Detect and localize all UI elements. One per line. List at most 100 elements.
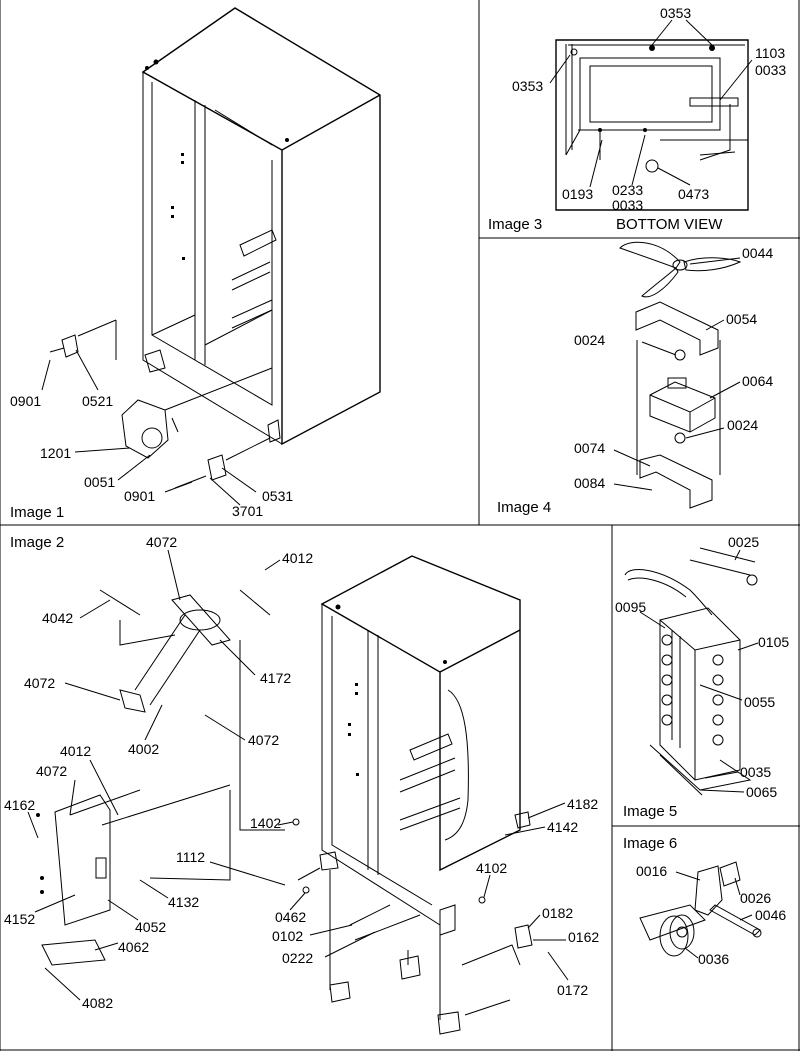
leader-line xyxy=(527,914,541,929)
view-caption: BOTTOM VIEW xyxy=(616,216,723,233)
leader-line xyxy=(675,871,701,881)
leader-line xyxy=(289,892,306,911)
part-label: 4042 xyxy=(42,610,73,626)
leader-line xyxy=(657,167,691,186)
part-label: 0353 xyxy=(512,78,543,94)
leader-line xyxy=(27,811,39,839)
part-label: 0025 xyxy=(728,534,759,550)
part-label: 4142 xyxy=(547,819,578,835)
part-label: 1112 xyxy=(176,849,205,865)
part-label: 4052 xyxy=(135,919,166,935)
roller-wheel-icon xyxy=(639,861,762,957)
part-label: 0193 xyxy=(562,186,593,202)
part-label: 0035 xyxy=(740,764,771,780)
leader-line xyxy=(44,967,81,1001)
leader-line xyxy=(75,349,99,391)
part-label: 0233 xyxy=(612,182,643,198)
part-label: 0095 xyxy=(615,599,646,615)
part-label: 4102 xyxy=(476,860,507,876)
image3-panel: 0353 0353 1103 0033 0193 0233 0033 0473 … xyxy=(488,5,786,233)
leader-line xyxy=(144,704,163,741)
part-label: 0105 xyxy=(758,634,789,650)
fan-blade-icon xyxy=(619,241,742,298)
part-label: 0521 xyxy=(82,393,113,409)
leader-line xyxy=(64,682,121,701)
leader-line xyxy=(547,951,569,981)
leader-line xyxy=(69,779,76,816)
part-label: 0024 xyxy=(574,332,605,348)
image2-panel: Image 2 xyxy=(4,534,599,1035)
part-label: 3701 xyxy=(232,503,263,519)
leader-line xyxy=(527,802,566,819)
leader-line xyxy=(483,874,491,898)
cabinet-bottom-view xyxy=(555,39,749,211)
part-label: 0055 xyxy=(744,694,775,710)
part-label: 4182 xyxy=(567,796,598,812)
leader-line xyxy=(41,359,51,391)
part-label: 4072 xyxy=(146,534,177,550)
part-label: 0036 xyxy=(698,951,729,967)
part-label: 4082 xyxy=(82,995,113,1011)
leader-line xyxy=(684,947,699,959)
part-label: 4162 xyxy=(4,797,35,813)
part-label: 0051 xyxy=(84,474,115,490)
leader-line xyxy=(79,599,111,619)
part-label: 4062 xyxy=(118,939,149,955)
image6-panel: Image 6 0016 0026 0046 0036 xyxy=(623,835,786,967)
part-label: 0172 xyxy=(557,982,588,998)
leader-line xyxy=(107,899,139,921)
panel-title: Image 2 xyxy=(10,534,64,551)
leader-line xyxy=(639,611,666,629)
leader-line xyxy=(709,381,741,399)
leader-line xyxy=(613,449,651,467)
part-label: 0473 xyxy=(678,186,709,202)
part-label: 0901 xyxy=(124,488,155,504)
part-label: 4132 xyxy=(168,894,199,910)
panel-title: Image 5 xyxy=(623,803,677,820)
part-label: 0162 xyxy=(568,929,599,945)
leader-line xyxy=(209,861,286,886)
leader-line xyxy=(324,931,376,958)
part-label: 4002 xyxy=(128,741,159,757)
panel-title: Image 3 xyxy=(488,216,542,233)
part-label: 1201 xyxy=(40,445,71,461)
leader-line xyxy=(164,481,193,493)
part-label: 0353 xyxy=(660,5,691,21)
leader-line xyxy=(705,319,725,331)
leader-line xyxy=(277,821,294,826)
leader-line xyxy=(704,771,739,779)
part-label: 0901 xyxy=(10,393,41,409)
leader-line xyxy=(699,684,743,701)
leader-line xyxy=(139,879,169,899)
hinge-hardware xyxy=(292,811,533,1035)
part-label: 0084 xyxy=(574,475,605,491)
leader-line xyxy=(94,942,119,951)
evaporator-coil-icon xyxy=(624,547,758,796)
leader-line xyxy=(734,549,741,561)
part-label: 4072 xyxy=(24,675,55,691)
leader-line xyxy=(221,467,257,493)
part-label: 0064 xyxy=(742,373,773,389)
part-label: 4172 xyxy=(260,670,291,686)
part-label: 0074 xyxy=(574,440,605,456)
control-housing-assembly xyxy=(36,784,231,966)
leader-line xyxy=(699,789,745,793)
part-label: 4152 xyxy=(4,911,35,927)
leader-line xyxy=(264,559,281,571)
refrigerator-cabinet-icon xyxy=(320,555,521,926)
leader-line xyxy=(34,894,76,913)
image1-panel: 0901 0521 1201 0051 0901 0531 3701 Image… xyxy=(10,7,381,521)
hinge-assembly-lower xyxy=(174,437,271,489)
leader-line xyxy=(685,427,725,439)
hinge-assembly-upper xyxy=(49,319,117,360)
motor-icon xyxy=(649,349,716,444)
leader-line xyxy=(631,134,646,186)
image5-panel: 0025 0095 0105 0055 0035 0065 Image 5 xyxy=(615,534,789,820)
leader-line xyxy=(219,639,256,676)
fan-bracket-assembly xyxy=(99,589,285,831)
part-label: 0102 xyxy=(272,928,303,944)
part-label: 0531 xyxy=(262,488,293,504)
panel-title: Image 4 xyxy=(497,499,551,516)
image4-panel: 0044 0054 0024 0064 0024 0074 0084 Image… xyxy=(497,241,773,516)
